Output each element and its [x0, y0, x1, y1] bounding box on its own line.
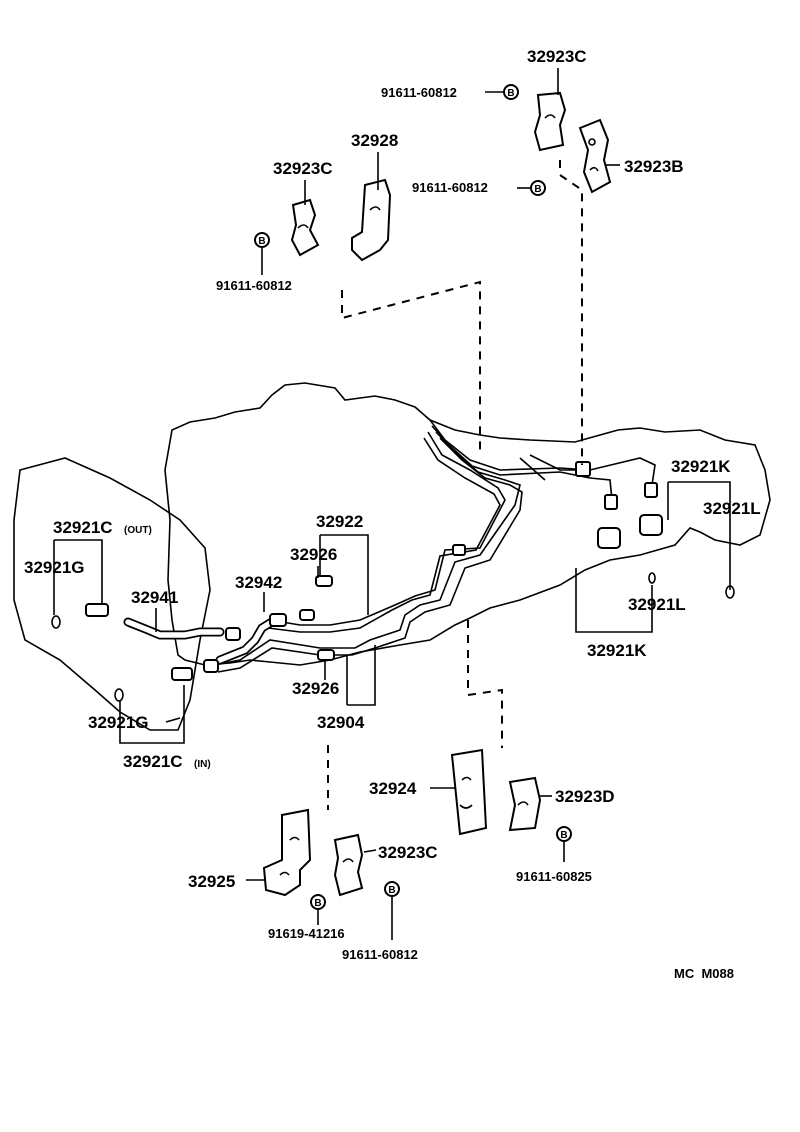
pipe-nut [299, 609, 315, 621]
gasket-32921L [648, 572, 656, 584]
bracket-32925 [262, 808, 312, 897]
label-91611-60812-b: 91611-60812 [412, 180, 488, 195]
bracket-32923D [508, 776, 542, 832]
pipe-nut [575, 461, 591, 477]
pipe-nut [225, 627, 241, 641]
bolt-marker-icon: B [530, 180, 546, 196]
label-32921L-top: 32921L [703, 499, 761, 518]
bracket-32923B [578, 118, 612, 194]
svg-text:B: B [388, 885, 395, 896]
svg-text:B: B [560, 830, 567, 841]
svg-text:B: B [314, 898, 321, 909]
svg-text:B: B [534, 184, 541, 195]
elbow-fitting [639, 514, 663, 536]
label-32924: 32924 [369, 779, 417, 798]
label-32921K-top: 32921K [671, 457, 731, 476]
label-32926-low: 32926 [292, 679, 339, 698]
gasket-32921G [51, 615, 61, 629]
union-fitting-in [171, 667, 193, 681]
bolt-marker-icon: B [384, 881, 400, 897]
side-panel-outline [13, 457, 211, 731]
hose-32942 [215, 615, 280, 665]
bracket-32924 [450, 748, 488, 836]
pipe-nut [644, 482, 658, 498]
label-32921C-out: 32921C [53, 518, 113, 537]
label-91619-41216: 91619-41216 [268, 926, 345, 941]
label-32921G-low: 32921G [88, 713, 149, 732]
label-32925: 32925 [188, 872, 235, 891]
label-32942: 32942 [235, 573, 282, 592]
label-32923C-mid: 32923C [273, 159, 333, 178]
svg-text:B: B [507, 88, 514, 99]
label-32904: 32904 [317, 713, 365, 732]
grommet-32926 [315, 575, 333, 587]
elbow-fitting [597, 527, 621, 549]
guide-lines [327, 160, 583, 810]
pipe-nut [269, 613, 287, 627]
label-32926-top: 32926 [290, 545, 337, 564]
label-32941: 32941 [131, 588, 178, 607]
bolt-marker-icon: B [254, 232, 270, 248]
label-32921C-out-suffix: (OUT) [124, 525, 152, 536]
bracket-32923C-mid [290, 198, 320, 257]
label-91611-60825: 91611-60825 [516, 869, 592, 884]
label-32928: 32928 [351, 131, 398, 150]
bolt-marker-icon: B [556, 826, 572, 842]
pipe-nut [203, 659, 219, 673]
underbody-outline [164, 382, 771, 666]
diagram-code: MC M088 [674, 966, 734, 981]
fitting-group [51, 461, 735, 702]
bolt-marker-icon: B [310, 894, 326, 910]
label-32921G-top: 32921G [24, 558, 85, 577]
clip [452, 544, 466, 556]
label-32923C-low: 32923C [378, 843, 438, 862]
label-32921C-in-suffix: (IN) [194, 759, 211, 770]
hose-32941 [123, 617, 225, 640]
pipe-nut [604, 494, 618, 510]
label-32921K-low: 32921K [587, 641, 647, 660]
grommet-32926 [317, 649, 335, 661]
label-32923C-top: 32923C [527, 47, 587, 66]
label-32921L-low: 32921L [628, 595, 686, 614]
gasket-32921G [114, 688, 124, 702]
bracket-32923C-low [333, 833, 364, 897]
label-91611-60812-c: 91611-60812 [216, 278, 292, 293]
union-fitting-out [85, 603, 109, 617]
leader-lines [53, 68, 731, 940]
bolt-marker-icon: B [503, 84, 519, 100]
label-91611-60812-e: 91611-60812 [342, 947, 418, 962]
label-32923D: 32923D [555, 787, 615, 806]
label-91611-60812-a: 91611-60812 [381, 85, 457, 100]
bracket-32923C-top [533, 91, 567, 152]
bolt-markers: B B B B B B [254, 84, 572, 910]
part-labels: 32923C 91611-60812 91611-60812 32923B 32… [24, 47, 761, 981]
label-32923B: 32923B [624, 157, 684, 176]
brake-pipe-bundle [214, 419, 656, 673]
bracket-32928 [351, 178, 392, 262]
label-32922: 32922 [316, 512, 363, 531]
label-32921C-in: 32921C [123, 752, 183, 771]
svg-text:B: B [258, 236, 265, 247]
